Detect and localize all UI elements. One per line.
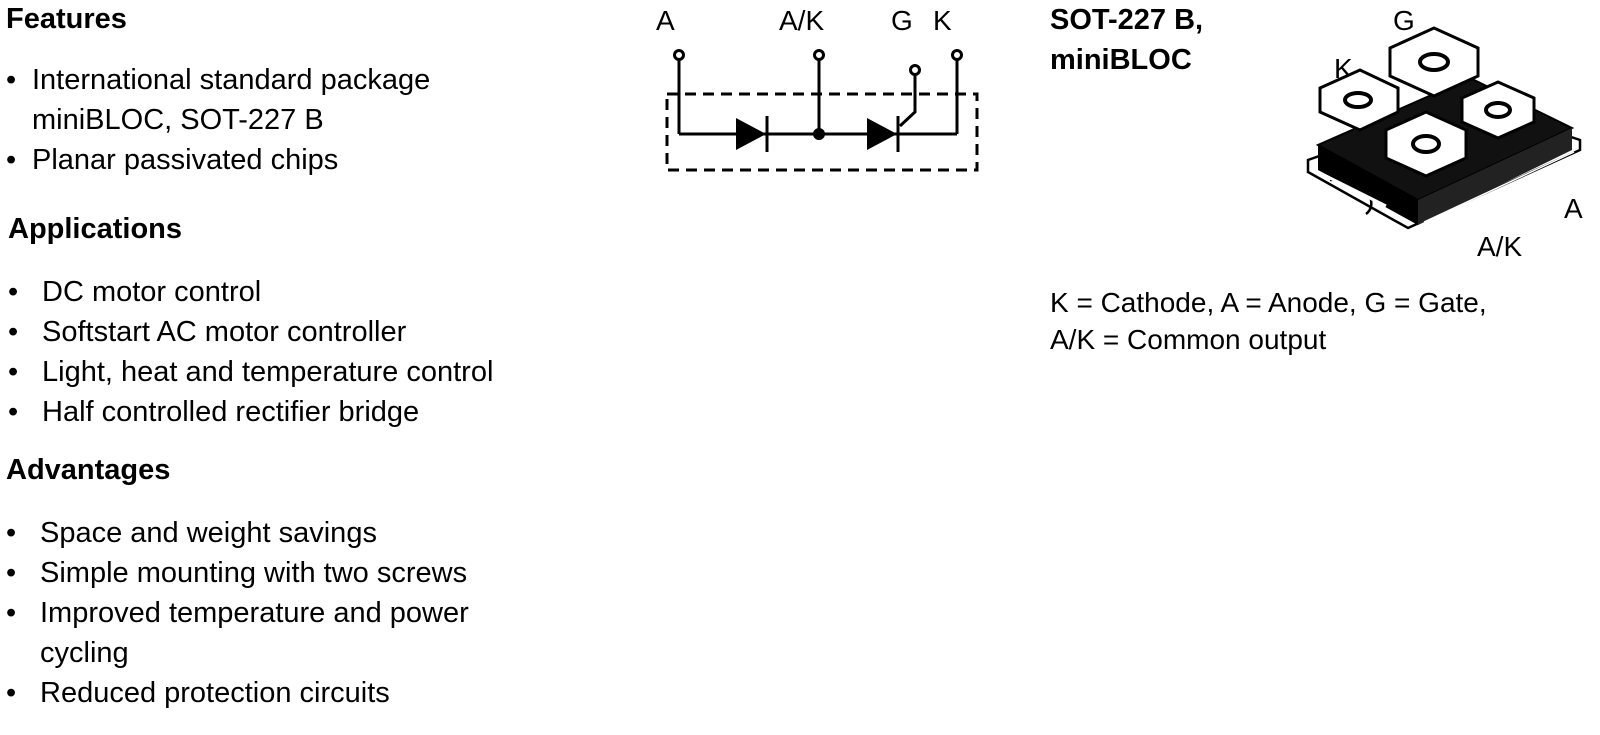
terminal-label-k: K: [933, 5, 952, 36]
list-item: • Simple mounting with two screws: [6, 553, 560, 593]
bullet-icon: •: [8, 396, 19, 428]
package-label-a: A: [1564, 193, 1583, 224]
list-item-text: Reduced protection circuits: [40, 677, 390, 709]
bullet-icon: •: [6, 597, 17, 629]
terminal-tab-a-icon: [1460, 80, 1536, 140]
list-item-text: Planar passivated chips: [32, 144, 339, 176]
applications-heading: Applications: [8, 213, 183, 245]
features-list: • International standard package miniBLO…: [6, 60, 552, 180]
legend-line1: K = Cathode, A = Anode, G = Gate,: [1050, 287, 1487, 318]
list-item: • Space and weight savings: [6, 513, 560, 553]
terminal-label-a: A: [656, 5, 675, 36]
terminal-label-ak: A/K: [779, 5, 824, 36]
thyristor-icon: [867, 116, 900, 152]
bullet-icon: •: [8, 316, 19, 348]
list-item-text: Half controlled rectifier bridge: [42, 396, 420, 428]
terminal-label-g: G: [891, 5, 913, 36]
pin-a-icon: [673, 49, 685, 61]
bullet-icon: •: [6, 64, 17, 96]
legend-line2: A/K = Common output: [1050, 324, 1327, 355]
bullet-icon: •: [8, 356, 19, 388]
advantages-section: Advantages • Space and weight savings • …: [6, 451, 560, 713]
list-item-text: Improved temperature and power cycling: [40, 597, 469, 669]
terminal-legend: K = Cathode, A = Anode, G = Gate, A/K = …: [1050, 284, 1487, 358]
list-item-text: Simple mounting with two screws: [40, 557, 468, 589]
module-outline: [665, 92, 979, 172]
package-title-line2: miniBLOC: [1050, 44, 1192, 76]
package-title-line1: SOT-227 B,: [1050, 4, 1204, 36]
list-item-text: International standard package miniBLOC,…: [32, 64, 431, 136]
advantages-list: • Space and weight savings • Simple moun…: [6, 513, 560, 713]
bullet-icon: •: [8, 276, 19, 308]
advantages-heading: Advantages: [6, 454, 171, 486]
list-item: • DC motor control: [8, 272, 493, 312]
pin-k-icon: [951, 49, 963, 61]
list-item: • Improved temperature and power cycling: [6, 593, 560, 673]
bullet-icon: •: [6, 677, 17, 709]
list-item: • Softstart AC motor controller: [8, 312, 493, 352]
diode-icon: [736, 116, 769, 152]
applications-list: • DC motor control • Softstart AC motor …: [8, 272, 493, 432]
package-label-g: G: [1393, 5, 1415, 36]
features-section: Features • International standard packag…: [6, 0, 552, 180]
terminal-tab-g-icon: [1388, 26, 1480, 98]
terminal-pins: [673, 49, 963, 76]
list-item: • Half controlled rectifier bridge: [8, 392, 493, 432]
package-drawing: G K A A/K: [1306, 5, 1583, 262]
list-item: • Reduced protection circuits: [6, 673, 560, 713]
circuit-schematic: A A/K G K: [656, 5, 979, 172]
terminal-tab-k-icon: [1318, 68, 1400, 132]
list-item-text: Softstart AC motor controller: [42, 316, 407, 348]
applications-section: Applications • DC motor control • Softst…: [8, 210, 493, 432]
list-item-text: DC motor control: [42, 276, 262, 308]
bullet-icon: •: [6, 144, 17, 176]
pin-g-icon: [909, 64, 921, 76]
package-title: SOT-227 B, miniBLOC: [1050, 0, 1203, 80]
bullet-icon: •: [6, 557, 17, 589]
terminal-tab-ak-icon: [1384, 110, 1468, 178]
package-label-ak: A/K: [1477, 231, 1522, 262]
list-item-text: Light, heat and temperature control: [42, 356, 494, 388]
list-item: • Planar passivated chips: [6, 140, 552, 180]
features-heading: Features: [6, 3, 127, 35]
list-item: • International standard package miniBLO…: [6, 60, 552, 140]
bullet-icon: •: [6, 517, 17, 549]
list-item-text: Space and weight savings: [40, 517, 377, 549]
junction-dot-icon: [813, 128, 825, 140]
list-item: • Light, heat and temperature control: [8, 352, 493, 392]
pin-ak-icon: [813, 49, 825, 61]
